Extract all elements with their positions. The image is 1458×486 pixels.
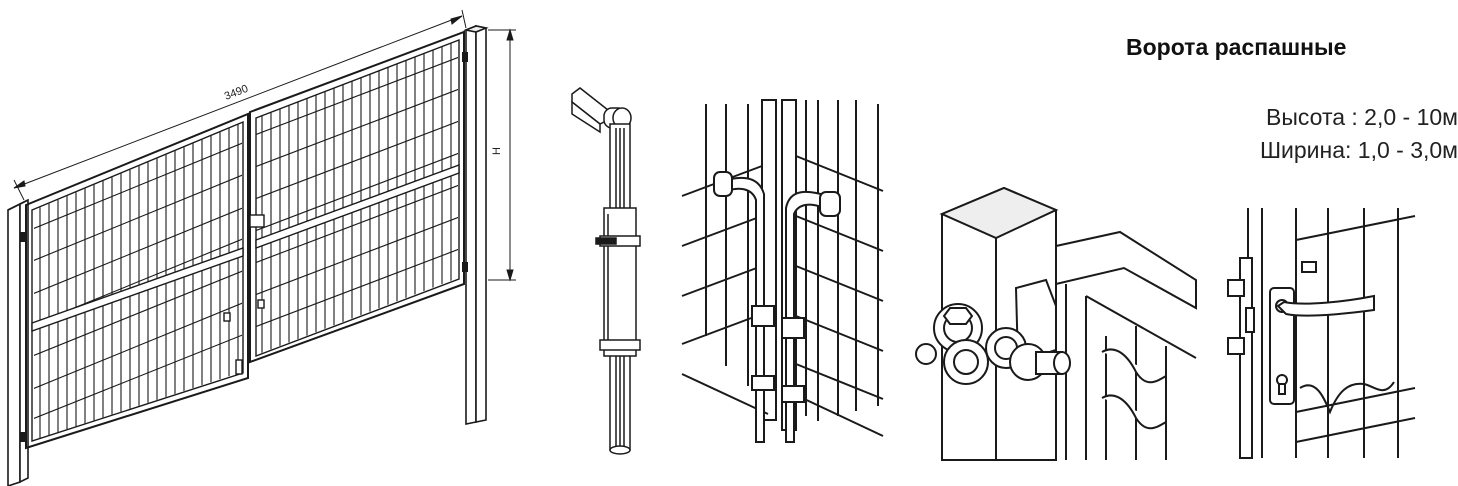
hinge-detail <box>915 186 1197 461</box>
height-dimension <box>488 28 516 282</box>
gate-diagram-sheet: 3490 H <box>7 9 1458 486</box>
center-latch <box>223 214 265 375</box>
left-gate-leaf <box>25 112 249 450</box>
length-dimension <box>13 9 467 201</box>
right-gate-leaf <box>249 30 465 364</box>
swing-gate-drawing: 3490 H <box>7 9 516 486</box>
right-post <box>463 24 489 425</box>
hinges <box>20 52 468 442</box>
lock-detail <box>1227 208 1416 459</box>
height-dimension-label: H <box>491 147 503 155</box>
length-dimension-label: 3490 <box>223 83 250 103</box>
drop-bolt-detail <box>571 87 641 455</box>
width-spec: Ширина: 1,0 - 3,0м <box>1259 137 1458 163</box>
product-title: Ворота распашные <box>1126 34 1347 60</box>
latch-detail <box>681 99 884 443</box>
height-spec: Высота : 2,0 - 10м <box>1266 104 1458 130</box>
